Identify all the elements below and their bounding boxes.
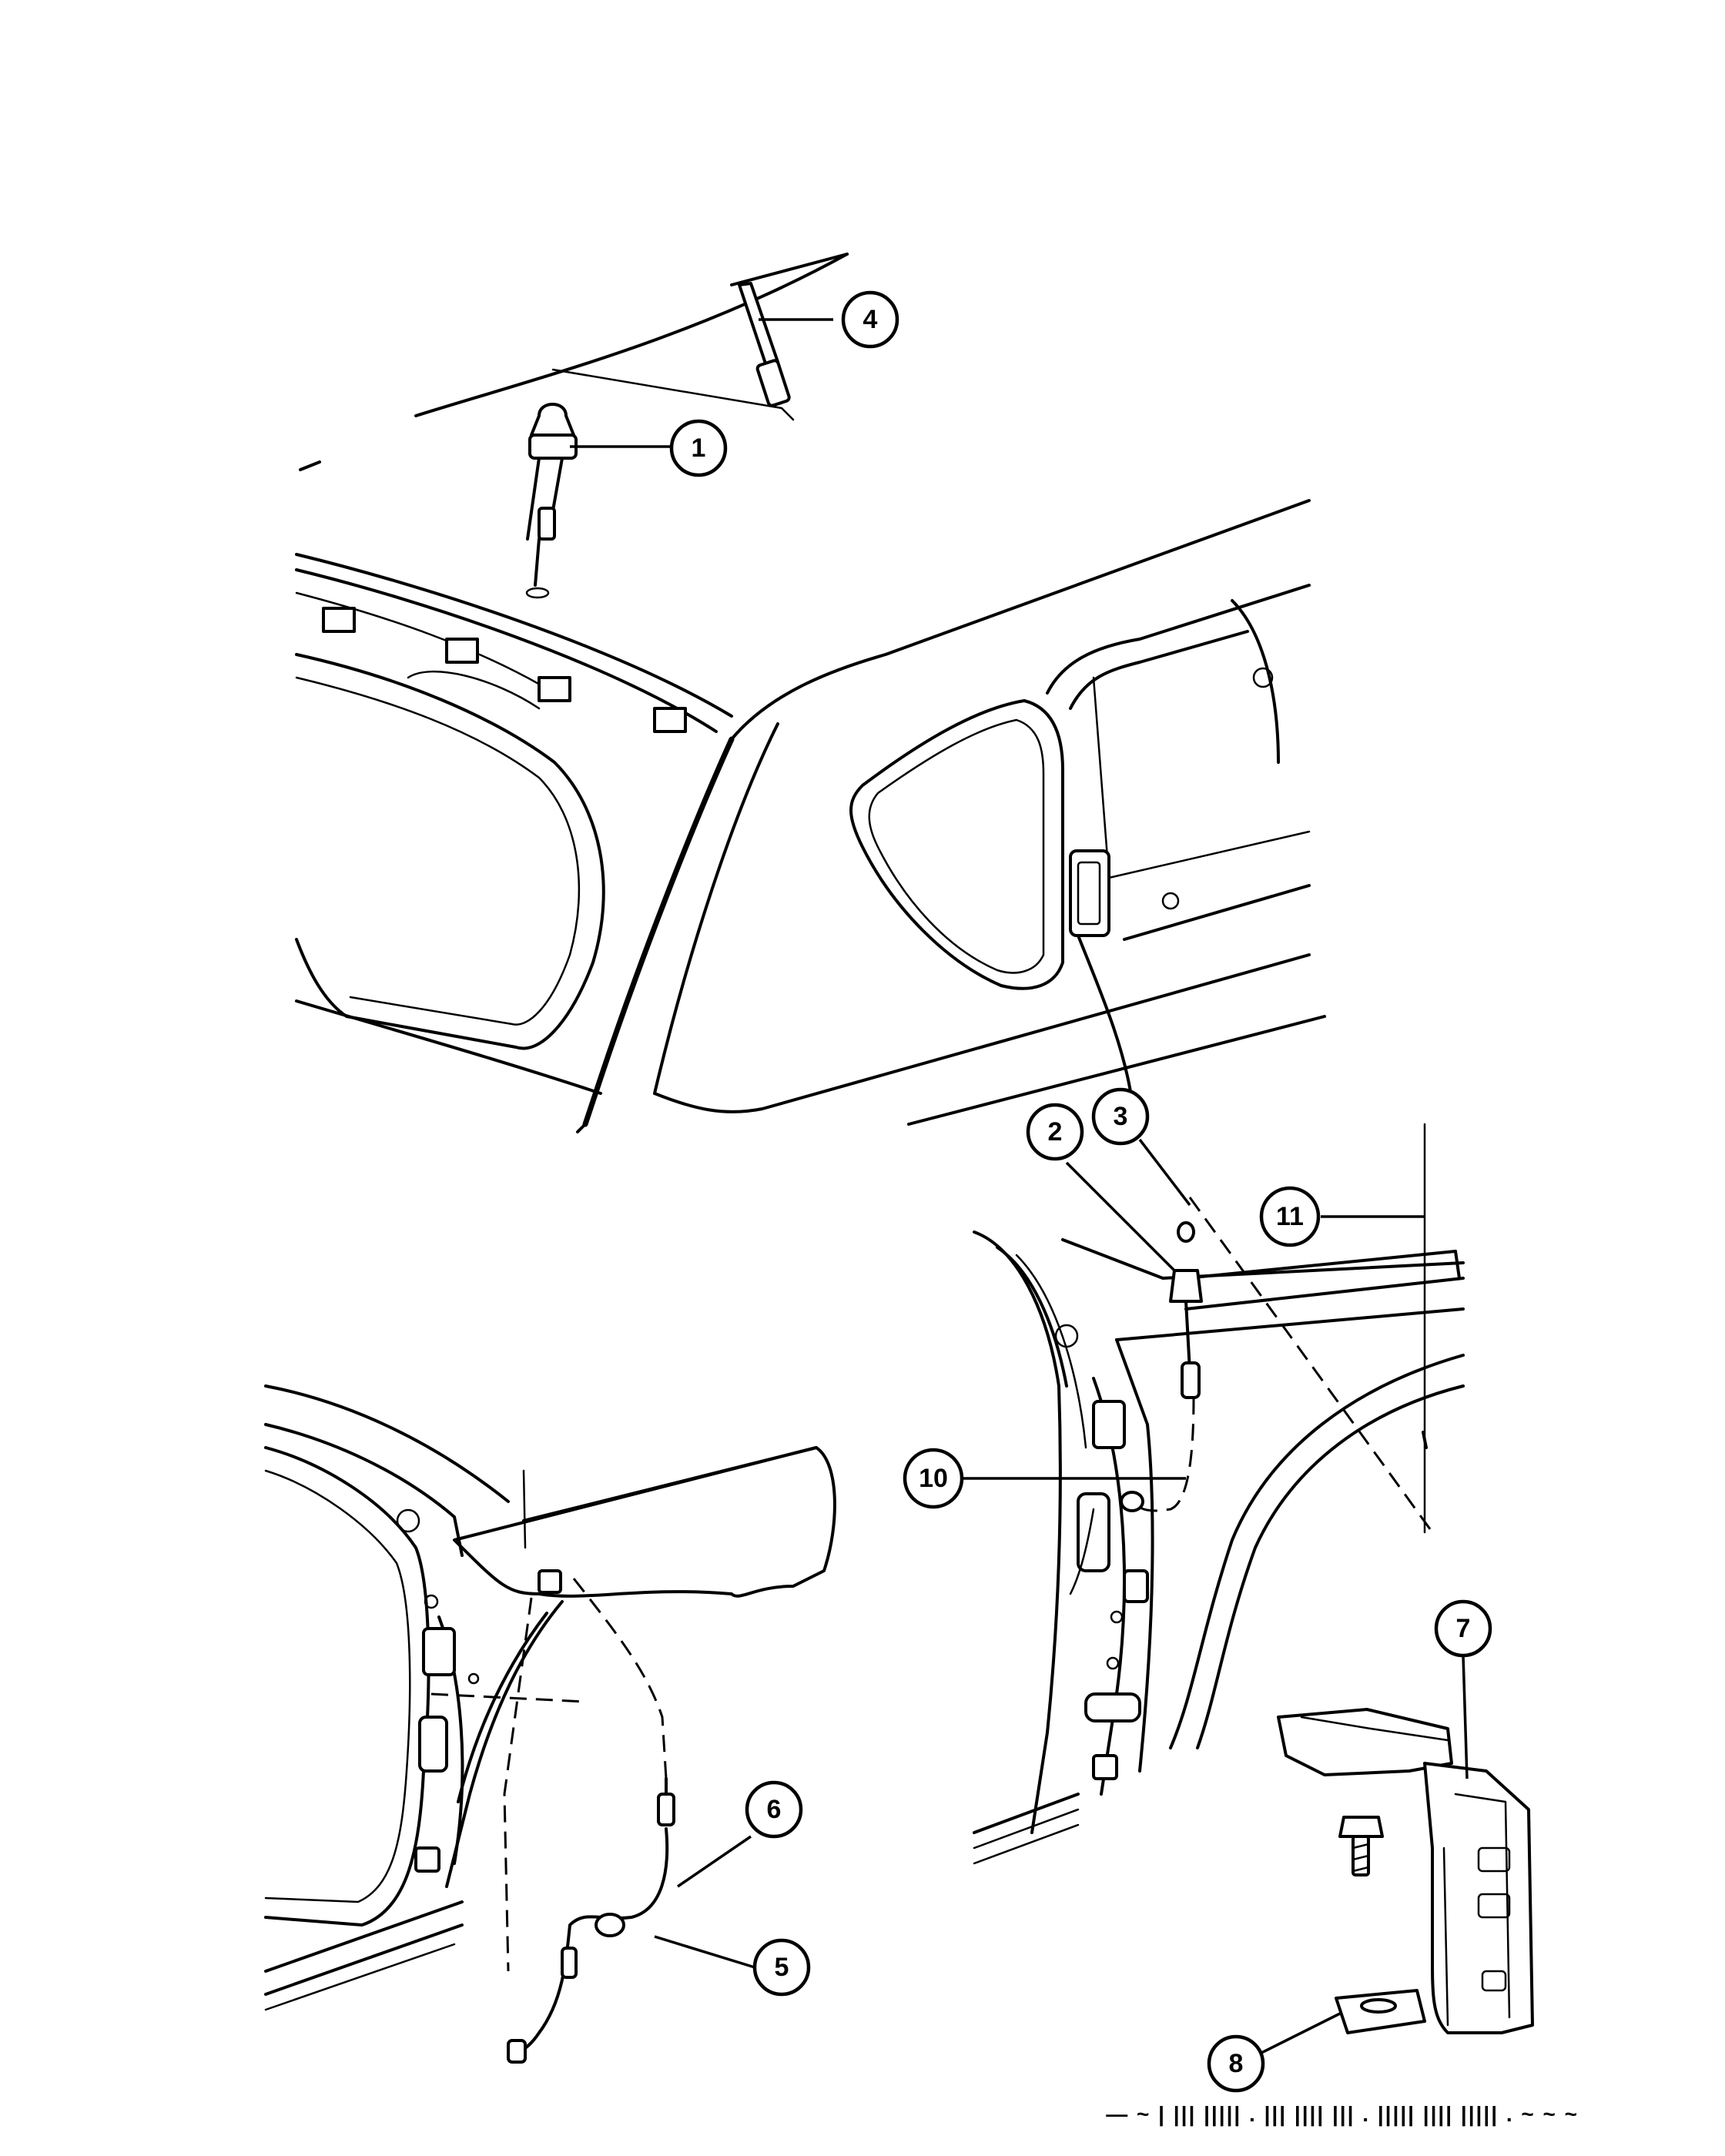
bolt — [1338, 1816, 1384, 1876]
callout-6-label: 6 — [767, 1795, 782, 1824]
callout-7: 7 — [1434, 1599, 1492, 1658]
antenna-bracket-part-7 — [1277, 1708, 1534, 2034]
callout-4: 4 — [841, 290, 899, 349]
callout-5: 5 — [752, 1938, 811, 1997]
callout-3-label: 3 — [1114, 1102, 1128, 1131]
callout-3: 3 — [1091, 1087, 1150, 1146]
callout-11: 11 — [1259, 1186, 1321, 1247]
callout-1: 1 — [669, 419, 728, 477]
leader-lines — [570, 318, 1469, 2065]
callout-1-label: 1 — [692, 434, 706, 463]
callout-5-label: 5 — [775, 1953, 789, 1982]
callout-2-label: 2 — [1048, 1117, 1063, 1147]
callout-8-label: 8 — [1229, 2049, 1244, 2078]
callout-8: 8 — [1207, 2034, 1265, 2093]
callout-2: 2 — [1026, 1103, 1084, 1161]
roof-body-view — [295, 253, 1326, 1133]
callout-11-label: 11 — [1276, 1202, 1304, 1231]
left-fender-view — [264, 1384, 836, 2064]
callout-7-label: 7 — [1456, 1614, 1471, 1643]
callout-10: 10 — [903, 1448, 964, 1509]
callout-6: 6 — [745, 1780, 803, 1839]
footer-part-code: — ~ | ||| ||||| . ||| |||| ||| . ||||| |… — [1106, 2102, 1579, 2126]
callout-4-label: 4 — [863, 305, 878, 334]
antenna-mast-part-4 — [738, 282, 791, 407]
nut-part-8 — [1335, 1989, 1426, 2034]
callout-10-label: 10 — [919, 1464, 948, 1493]
antenna-base-part-1 — [525, 368, 795, 599]
right-fender-view — [973, 1123, 1465, 1865]
